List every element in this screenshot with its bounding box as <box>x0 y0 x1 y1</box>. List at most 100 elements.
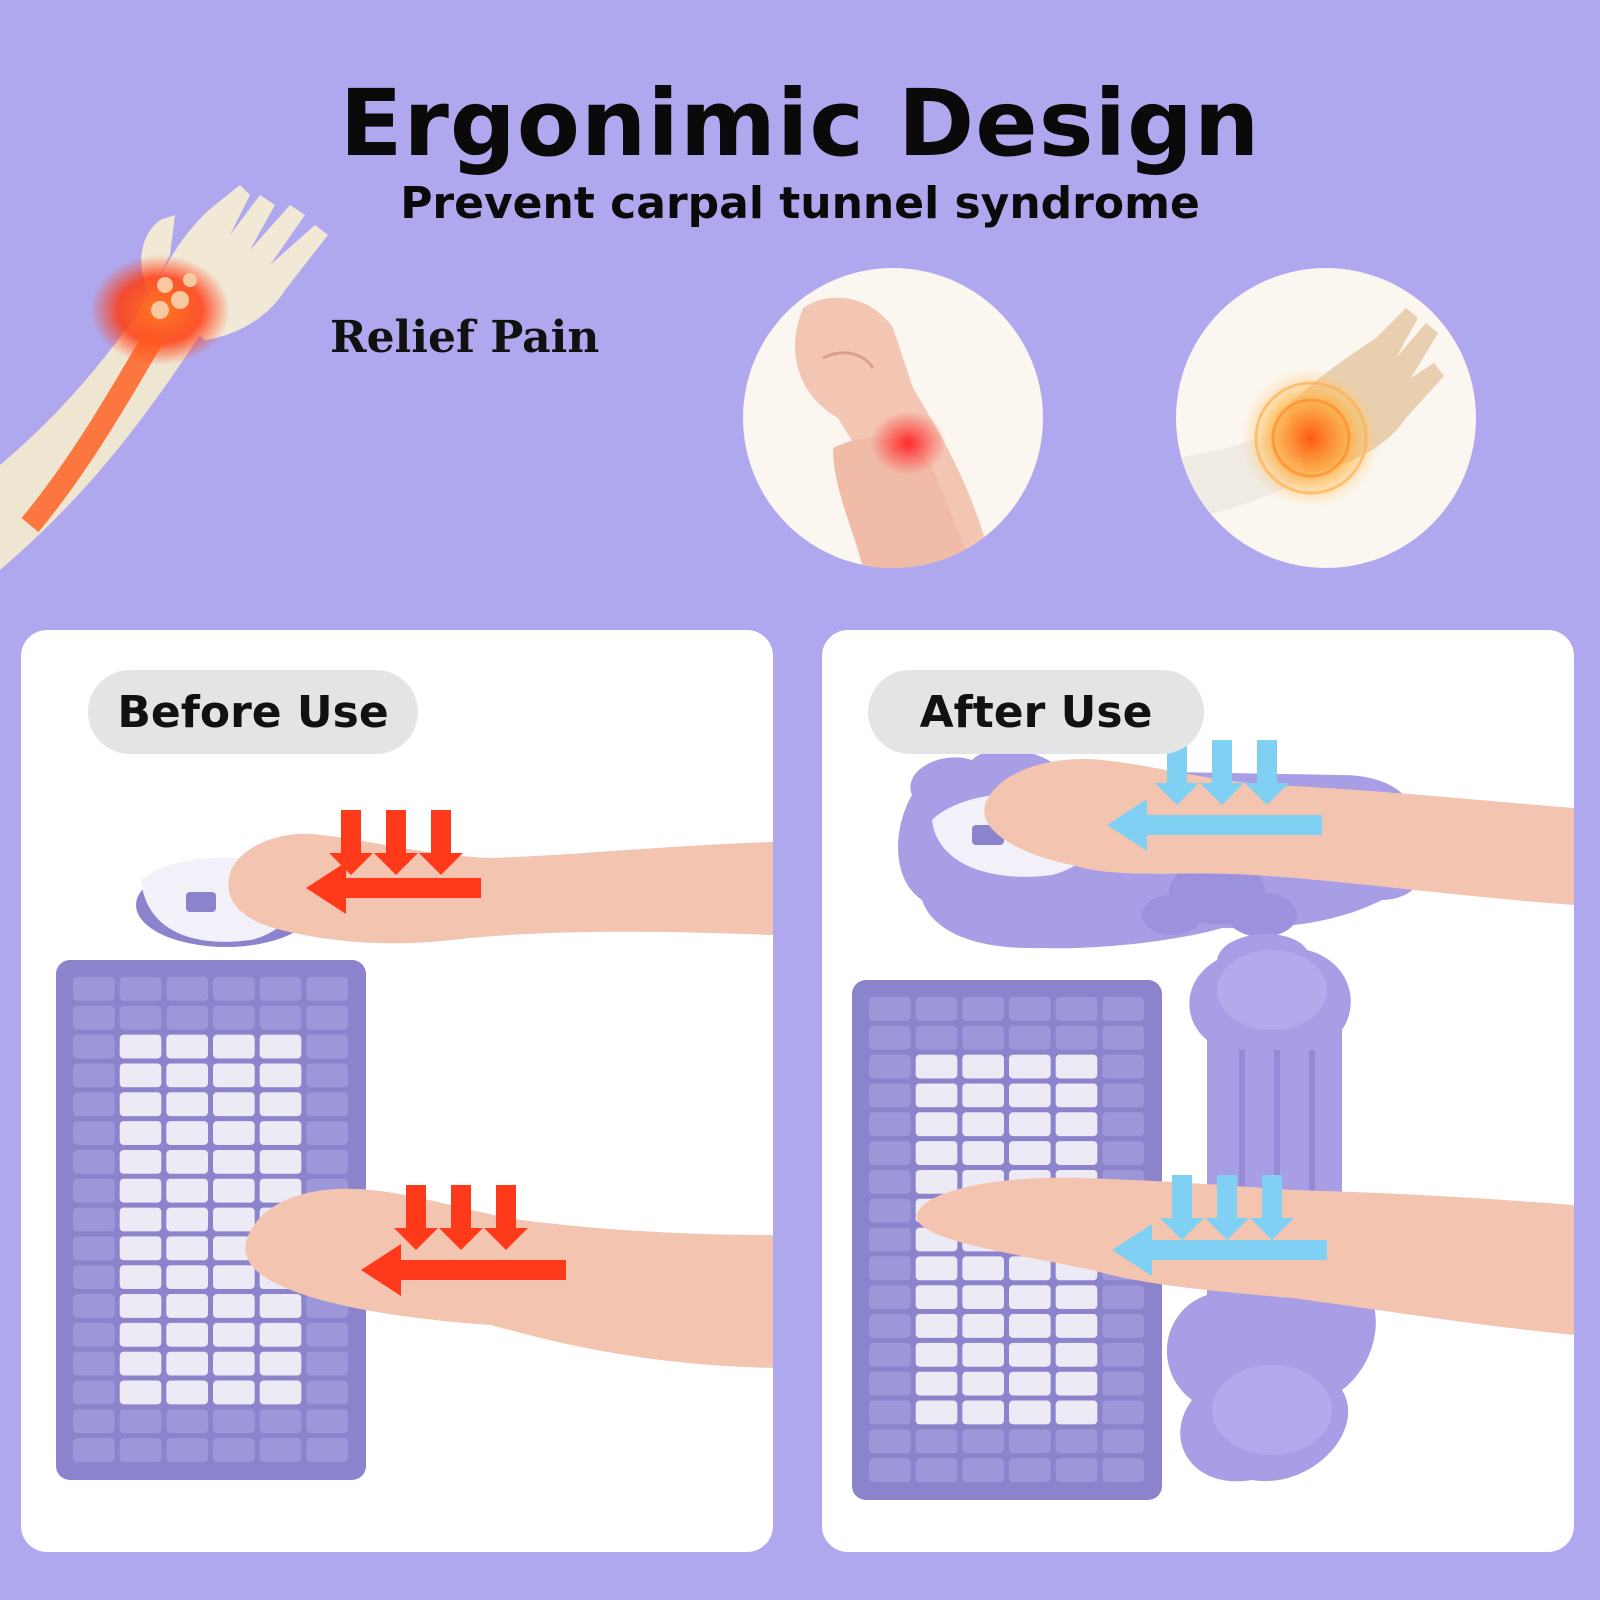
keyboard-key <box>73 1380 115 1405</box>
red-arrow-icon <box>394 1185 438 1250</box>
keyboard-key <box>119 1149 162 1174</box>
keyboard-key <box>213 1294 255 1318</box>
blue-arrow-icon <box>1112 1224 1327 1276</box>
keyboard-key <box>1055 1458 1098 1482</box>
keyboard-key <box>1009 997 1051 1021</box>
keyboard-key <box>73 1236 115 1261</box>
after-use-scene <box>852 740 1574 1500</box>
keyboard-key <box>306 1121 348 1145</box>
keyboard-key <box>915 1054 958 1079</box>
keyboard-key <box>1009 1285 1051 1310</box>
keyboard-key <box>306 1149 348 1174</box>
keyboard-key <box>962 1112 1004 1137</box>
keyboard-key <box>1102 997 1144 1021</box>
keyboard-key <box>119 1121 162 1145</box>
keyboard-key <box>962 1083 1004 1108</box>
keyboard-key <box>1102 1400 1144 1425</box>
blue-arrow-icon <box>1245 740 1289 805</box>
keyboard-key <box>962 1025 1004 1050</box>
keyboard-key <box>73 1121 115 1145</box>
keyboard-key <box>306 977 348 1001</box>
keyboard-key <box>259 1005 302 1030</box>
keyboard-body <box>56 960 366 1480</box>
keyboard-key <box>915 1256 958 1281</box>
keyboard-key <box>1055 1371 1098 1396</box>
keyboard-key <box>1055 1285 1098 1310</box>
keyboard-key <box>213 1005 255 1030</box>
keyboard-key <box>306 1438 348 1462</box>
keyboard-key <box>1009 1458 1051 1482</box>
keyboard-key <box>166 1351 208 1376</box>
keyboard-key <box>119 1351 162 1376</box>
red-arrow-icon <box>419 810 463 875</box>
keyboard-key <box>306 1063 348 1088</box>
keyboard-key <box>915 1112 958 1137</box>
keyboard-key <box>915 1083 958 1108</box>
keyboard-key <box>1102 1054 1144 1079</box>
keyboard-key <box>119 1236 162 1261</box>
before-use-panel: Before Use <box>21 630 773 1552</box>
keyboard-key <box>259 1063 302 1088</box>
keyboard-key <box>915 997 958 1021</box>
keyboard-key <box>73 1438 115 1462</box>
keyboard-key <box>259 1294 302 1318</box>
keyboard-key <box>73 1063 115 1088</box>
keyboard-key <box>166 1005 208 1030</box>
keyboard-key <box>73 1351 115 1376</box>
keyboard-key <box>869 1169 911 1194</box>
keyboard-key <box>915 1371 958 1396</box>
red-arrow-icon <box>484 1185 528 1250</box>
keyboard-key <box>73 1294 115 1318</box>
keyboard-key <box>166 1207 208 1232</box>
red-arrow-icon <box>329 810 373 875</box>
keyboard-key <box>166 1265 208 1290</box>
keyboard-key <box>166 1034 208 1059</box>
blue-arrow-icon <box>1205 1175 1249 1240</box>
after-use-label: After Use <box>868 670 1204 754</box>
keyboard-key <box>166 1178 208 1203</box>
page-title: Ergonimic Design <box>339 70 1261 177</box>
keyboard-key <box>1055 1054 1098 1079</box>
blue-arrow-icon <box>1200 740 1244 805</box>
keyboard-key <box>119 1207 162 1232</box>
keyboard-key <box>1102 1141 1144 1165</box>
keyboard-key <box>1055 997 1098 1021</box>
after-use-panel: After Use <box>822 630 1574 1552</box>
keyboard-key <box>213 977 255 1001</box>
keyboard-key <box>1102 1458 1144 1482</box>
keyboard-key <box>119 1409 162 1434</box>
relief-pain-label: Relief Pain <box>330 312 600 363</box>
before-use-scene <box>56 810 773 1480</box>
keyboard-key <box>962 1285 1004 1310</box>
keyboard-key <box>1055 1083 1098 1108</box>
keyboard-key <box>166 1438 208 1462</box>
keyboard-key <box>962 1141 1004 1165</box>
keyboard-key <box>306 1034 348 1059</box>
keyboard-key <box>119 1063 162 1088</box>
keyboard-key <box>166 1322 208 1347</box>
keyboard-key <box>119 1294 162 1318</box>
keyboard-key <box>962 1342 1004 1367</box>
keyboard-key <box>213 1409 255 1434</box>
keyboard-key <box>306 1380 348 1405</box>
keyboard-key <box>869 1227 911 1252</box>
keyboard-key <box>1009 1429 1051 1454</box>
keyboard-key <box>1009 1400 1051 1425</box>
keyboard-key <box>1102 1314 1144 1338</box>
keyboard-key <box>962 1054 1004 1079</box>
keyboard-key <box>869 1342 911 1367</box>
keyboard-key <box>119 1265 162 1290</box>
keyboard-key <box>869 1054 911 1079</box>
wrist-pain-photo <box>743 268 1043 568</box>
keyboard-key <box>119 1178 162 1203</box>
keyboard-key <box>166 1149 208 1174</box>
keyboard-key <box>962 1256 1004 1281</box>
keyboard-key <box>213 1034 255 1059</box>
keyboard-key <box>119 1034 162 1059</box>
keyboard-key <box>1009 1256 1051 1281</box>
keyboard-key <box>119 1438 162 1462</box>
keyboard-key <box>962 1314 1004 1338</box>
keyboard-key <box>869 1141 911 1165</box>
keyboard-key <box>915 1285 958 1310</box>
keyboard-key <box>259 1438 302 1462</box>
